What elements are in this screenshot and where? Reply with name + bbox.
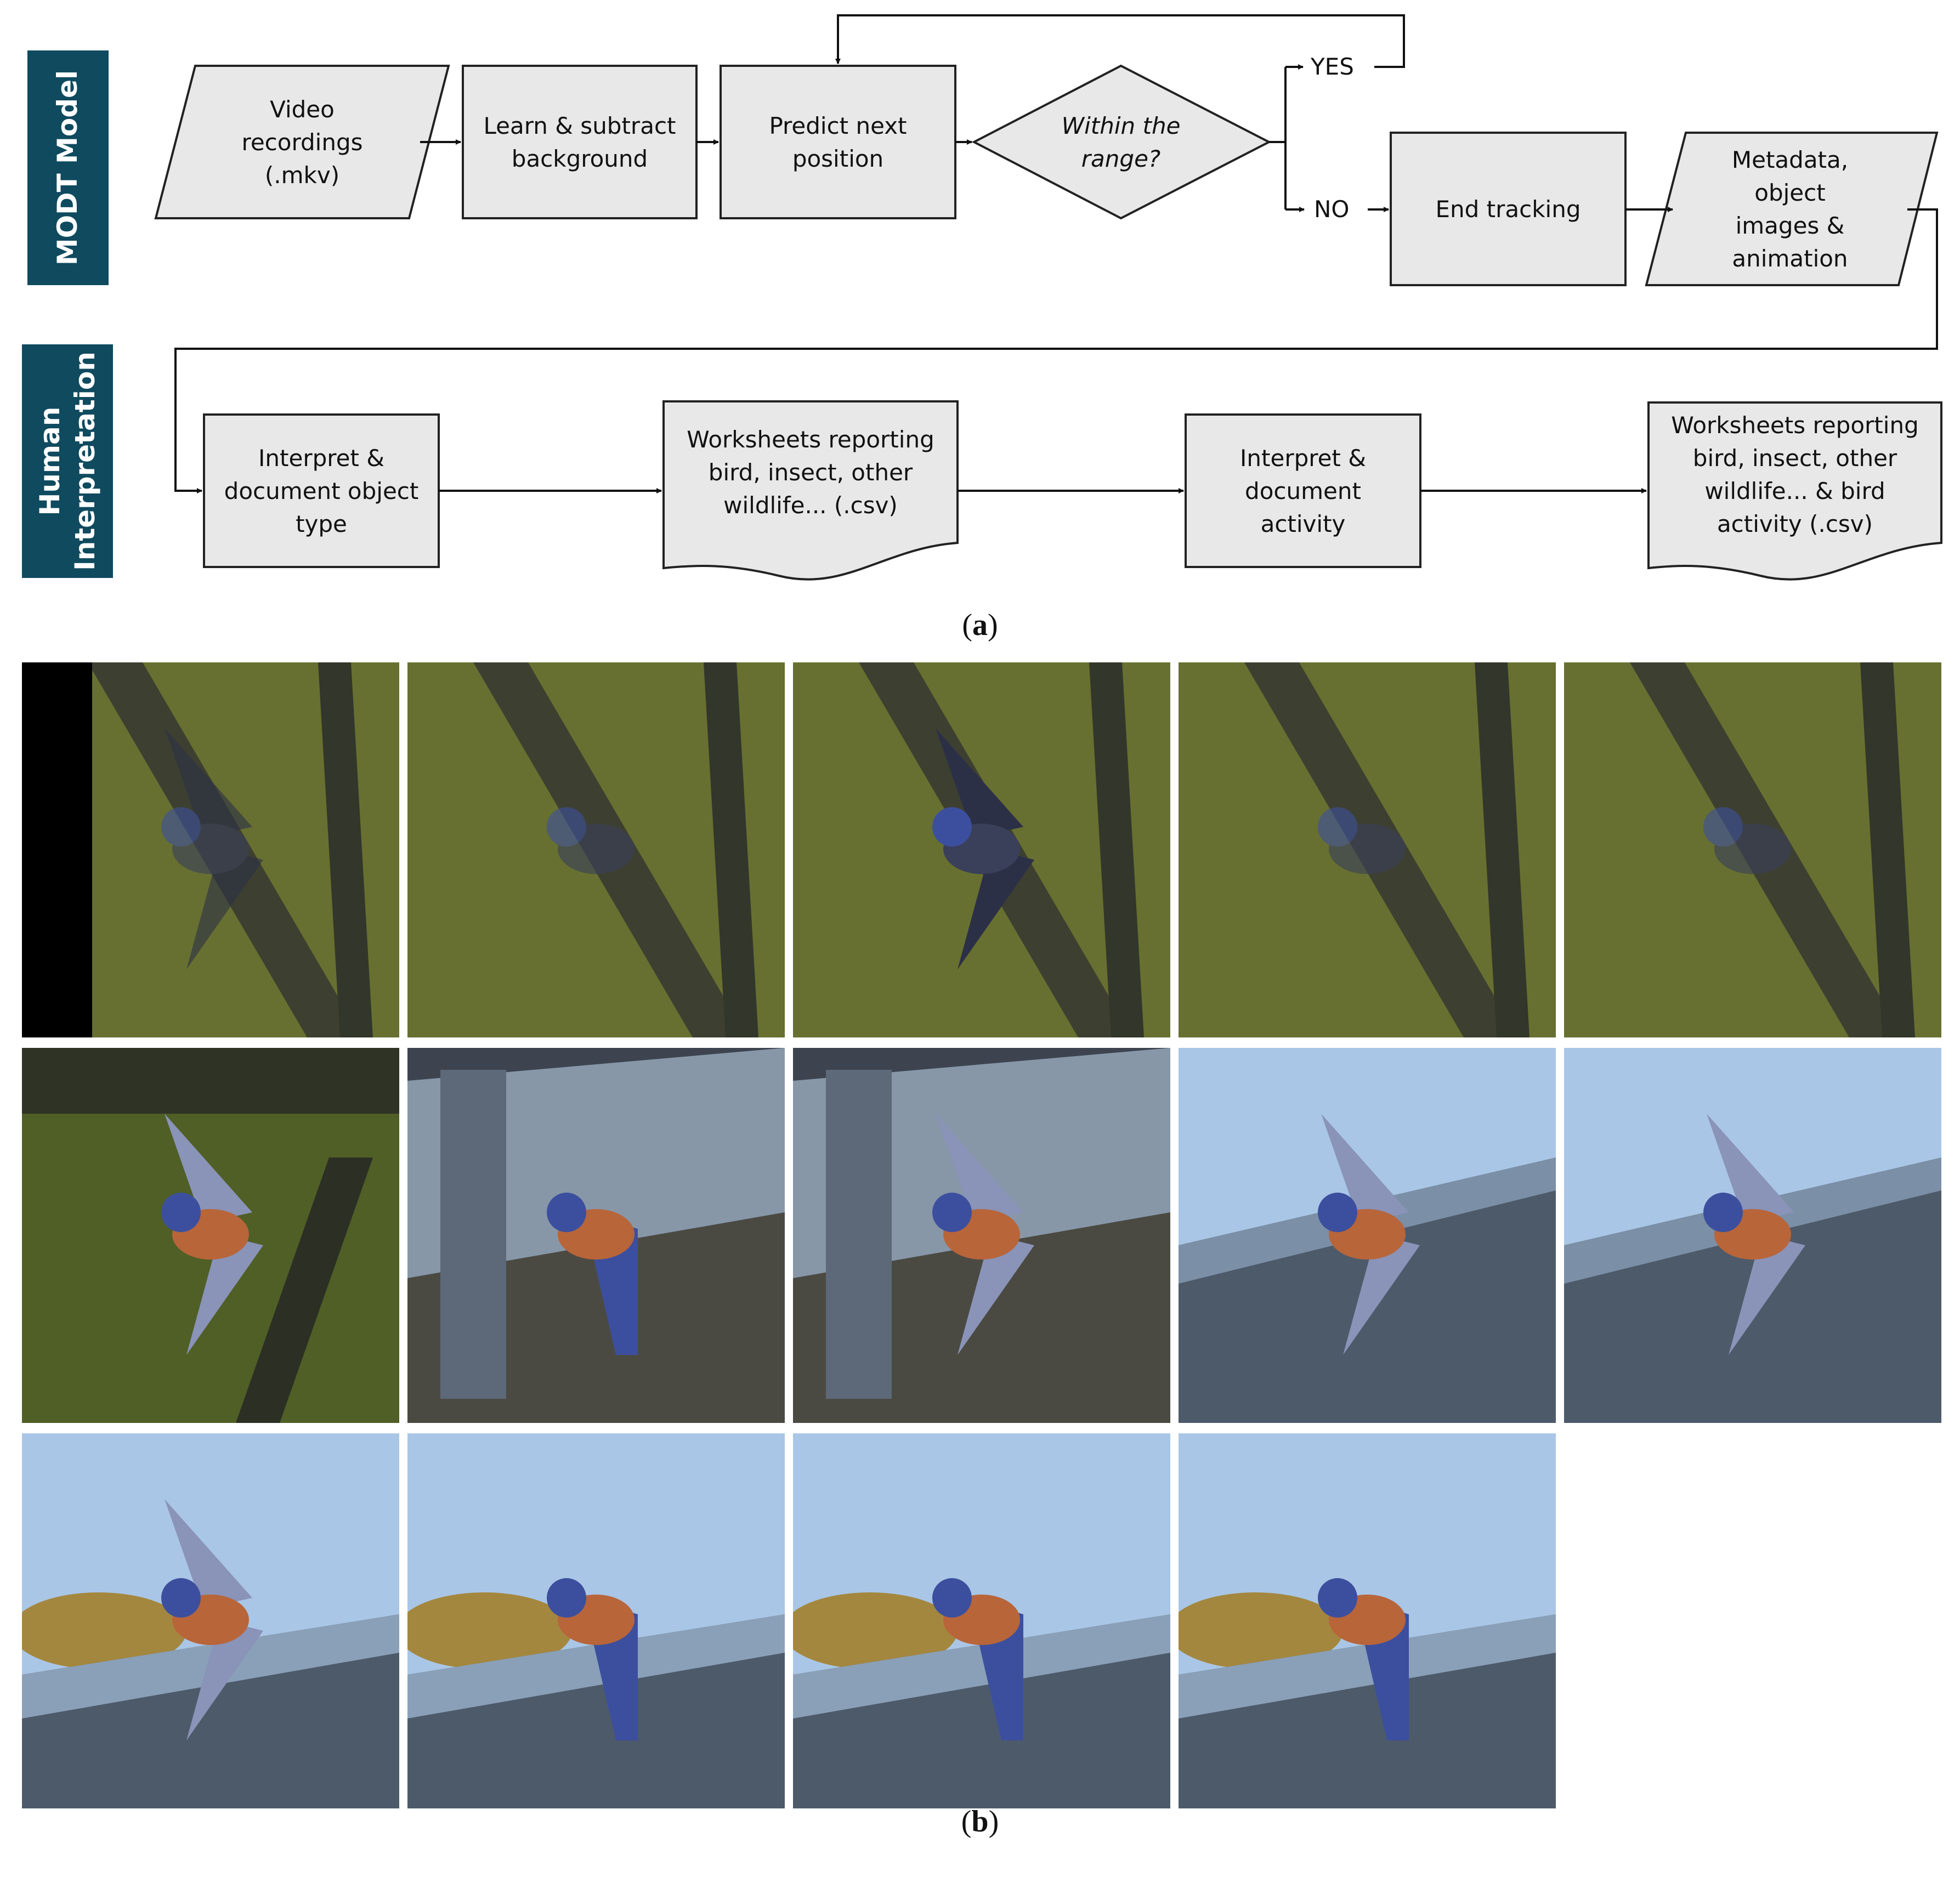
node-interpret-object-type: Interpret & document object type [203,413,440,568]
bird-photo-r3-c3 [793,1433,1170,1808]
bird-photo-r2-c2 [407,1048,785,1423]
worksheets2-line-1: Worksheets reporting [1671,412,1918,439]
node-metadata: Metadata, object images & animation [1645,132,1939,286]
worksheets2-line-3: wildlife... & bird [1704,478,1885,504]
interpret-type-line-3: type [296,511,347,537]
bird-photo-r2-c5 [1564,1048,1941,1423]
photo-grid [22,662,1941,1808]
node-video-recordings: Video recordings (.mkv) [154,65,450,219]
branch-yes-label: YES [1310,53,1354,80]
worksheets1-line-3: wildlife... (.csv) [723,492,898,519]
bird-photo-r1-c4 [1179,662,1556,1037]
metadata-line-2: object [1754,179,1825,206]
learn-line-2: background [512,145,648,172]
bird-photo-r2-c1 [22,1048,399,1423]
branch-no-label: NO [1314,196,1349,223]
metadata-line-3: images & [1736,212,1845,239]
bird-photo-r3-c4 [1179,1433,1556,1808]
lane-human-interpretation: Human Interpretation [22,344,113,578]
bird-photo-r3-c1 [22,1433,399,1808]
edge-metadata-to-interpret-type [174,208,1938,494]
node-learn-subtract: Learn & subtract background [462,65,698,219]
interpret-activity-line-2: document [1245,478,1361,504]
edge-decision-split-up [1269,67,1287,143]
bird-photo-r2-c3 [793,1048,1170,1423]
interpret-activity-line-1: Interpret & [1240,445,1366,472]
metadata-line-4: animation [1732,245,1848,272]
caption-b: (b) [961,1805,999,1839]
predict-line-1: Predict next [769,112,907,139]
worksheets1-line-1: Worksheets reporting [687,426,934,453]
node-end-tracking: End tracking [1390,132,1627,286]
bird-photo-r1-c5 [1564,662,1941,1037]
metadata-line-1: Metadata, [1732,146,1848,173]
video-line-2: recordings [242,129,363,156]
decision-line-2: range? [1081,145,1160,172]
node-worksheets-1: Worksheets reporting bird, insect, other… [662,400,959,581]
edge-yes-loop-to-predict [835,14,1405,68]
worksheets1-line-2: bird, insect, other [709,459,913,486]
worksheets2-line-4: activity (.csv) [1717,511,1873,537]
lane-human-label-line1: Human [34,407,66,516]
learn-line-1: Learn & subtract [483,112,676,139]
bird-photo-r1-c2 [407,662,785,1037]
interpret-type-line-1: Interpret & [258,445,384,472]
interpret-activity-line-3: activity [1261,511,1346,537]
node-interpret-activity: Interpret & document activity [1185,413,1421,568]
bird-photo-r1-c3 [793,662,1170,1037]
worksheets2-line-2: bird, insect, other [1693,445,1897,472]
node-decision-range: Within the range? [971,64,1272,220]
bird-photo-r1-c1 [22,662,399,1037]
video-line-3: (.mkv) [265,162,339,189]
lane-modt-model: MODT Model [27,50,109,285]
lane-modt-label: MODT Model [52,70,83,265]
interpret-type-line-2: document object [224,478,419,504]
predict-line-2: position [792,145,883,172]
node-predict-next: Predict next position [720,65,956,219]
decision-line-1: Within the [1062,112,1181,139]
lane-human-label-line2: Interpretation [69,351,101,571]
node-worksheets-2: Worksheets reporting bird, insect, other… [1647,401,1942,581]
bird-photo-r3-c2 [407,1433,785,1808]
flowchart: MODT Model Human Interpretation Video re… [22,14,1942,642]
bird-photo-r2-c4 [1179,1048,1556,1423]
caption-a: (a) [962,608,998,642]
end-line-1: End tracking [1435,196,1581,223]
video-line-1: Video [270,96,335,123]
